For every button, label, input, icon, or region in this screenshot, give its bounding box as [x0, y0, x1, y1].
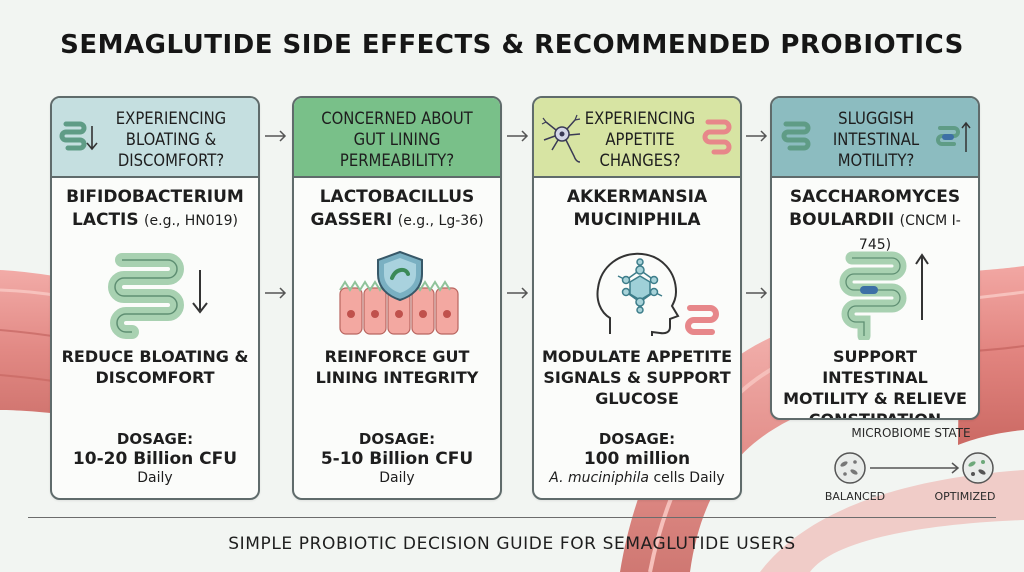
intestine-down-arrow-icon [108, 253, 208, 339]
capsule-up-arrow-icon [936, 121, 971, 152]
dosage-label: DOSAGE: [116, 430, 194, 448]
card-question: CONCERNED ABOUT GUT LINING PERMEABILITY? [321, 108, 473, 170]
dosage-value: 5-10 Billion CFU [320, 449, 474, 469]
card-header: EXPERIENCING APPETITE CHANGES? [534, 98, 740, 178]
intestine-up-arrow-icon [839, 251, 929, 340]
strain: LACTOBACILLUS GASSERI (e.g., Lg-36) [302, 186, 492, 233]
microbiome-progress [834, 452, 994, 484]
strain-example: (e.g., Lg-36) [397, 213, 484, 229]
dosage-frequency: Daily [137, 470, 173, 486]
dosage-value: 100 million [583, 449, 691, 469]
benefit-text: REINFORCE GUT LINING INTEGRITY [315, 347, 479, 387]
microbiome-end: OPTIMIZED [934, 490, 996, 503]
page-title: SEMAGLUTIDE SIDE EFFECTS & RECOMMENDED P… [60, 30, 964, 60]
strain-example: (e.g., HN019) [144, 213, 238, 229]
intestine-icon [702, 119, 732, 155]
card-header: CONCERNED ABOUT GUT LINING PERMEABILITY? [294, 98, 500, 178]
arrow-right-icon [746, 287, 768, 299]
arrow-right-icon [507, 287, 529, 299]
arrow-right-icon [265, 130, 287, 142]
strain-name: LACTOBACILLUS GASSERI [310, 187, 475, 230]
card-header: EXPERIENCING BLOATING & DISCOMFORT? [52, 98, 258, 178]
card-question: SLUGGISH INTESTINAL MOTILITY? [832, 108, 920, 170]
dosage-label: DOSAGE: [598, 430, 676, 448]
bacteria-petri-icon [834, 452, 866, 484]
strain: SACCHAROMYCES BOULARDII (CNCM I-745) [780, 186, 970, 257]
strain-name: BIFIDOBACTERIUM LACTIS [66, 187, 244, 230]
probiotic-card-appetite: EXPERIENCING APPETITE CHANGES? AKKERMANS… [532, 96, 742, 500]
microbiome-start: BALANCED [824, 490, 886, 503]
microbiome-state-label: MICROBIOME STATE [851, 426, 971, 440]
benefit-text: REDUCE BLOATING & DISCOMFORT [61, 347, 249, 387]
strain-example: (CNCM I-745) [858, 213, 961, 253]
probiotic-card-bloating: EXPERIENCING BLOATING & DISCOMFORT? BIFI… [50, 96, 260, 500]
benefit-text: SUPPORT INTESTINAL MOTILITY & RELIEVE CO… [783, 347, 967, 420]
strain: AKKERMANSIA MUCINIPHILA [542, 186, 732, 232]
strain-name: AKKERMANSIA MUCINIPHILA [566, 187, 708, 230]
card-question: EXPERIENCING BLOATING & DISCOMFORT? [115, 108, 227, 170]
strain-name: SACCHAROMYCES BOULARDII [789, 187, 961, 230]
dosage-label: DOSAGE: [358, 430, 436, 448]
dosage-species: A. muciniphila [549, 470, 649, 486]
dosage-frequency: Daily [379, 470, 415, 486]
arrow-right-icon [507, 130, 529, 142]
arrow-right-icon [265, 287, 287, 299]
card-question: EXPERIENCING APPETITE CHANGES? [584, 108, 696, 170]
probiotic-card-motility: SLUGGISH INTESTINAL MOTILITY? SACCHAROMY… [770, 96, 980, 420]
head-brain-molecule-icon [596, 252, 680, 336]
probiotic-card-gut-lining: CONCERNED ABOUT GUT LINING PERMEABILITY?… [292, 96, 502, 500]
card-header: SLUGGISH INTESTINAL MOTILITY? [772, 98, 978, 178]
footer-caption: SIMPLE PROBIOTIC DECISION GUIDE FOR SEMA… [228, 534, 796, 554]
bacteria-petri-icon [962, 452, 994, 484]
dosage-frequency: A. muciniphila cells Daily [534, 470, 740, 486]
strain: BIFIDOBACTERIUM LACTIS (e.g., HN019) [60, 186, 250, 233]
footer-divider [28, 517, 996, 518]
shield-gut-lining-icon [339, 250, 459, 335]
intestine-icon [781, 121, 811, 151]
dosage-value: 10-20 Billion CFU [72, 449, 238, 469]
benefit-text: MODULATE APPETITE SIGNALS & SUPPORT GLUC… [541, 347, 733, 408]
dosage-unit: cells Daily [653, 470, 725, 486]
arrow-right-icon [746, 130, 768, 142]
intestine-icon [685, 305, 719, 335]
intestine-down-arrow-icon [59, 121, 98, 151]
neuron-icon [541, 114, 581, 163]
